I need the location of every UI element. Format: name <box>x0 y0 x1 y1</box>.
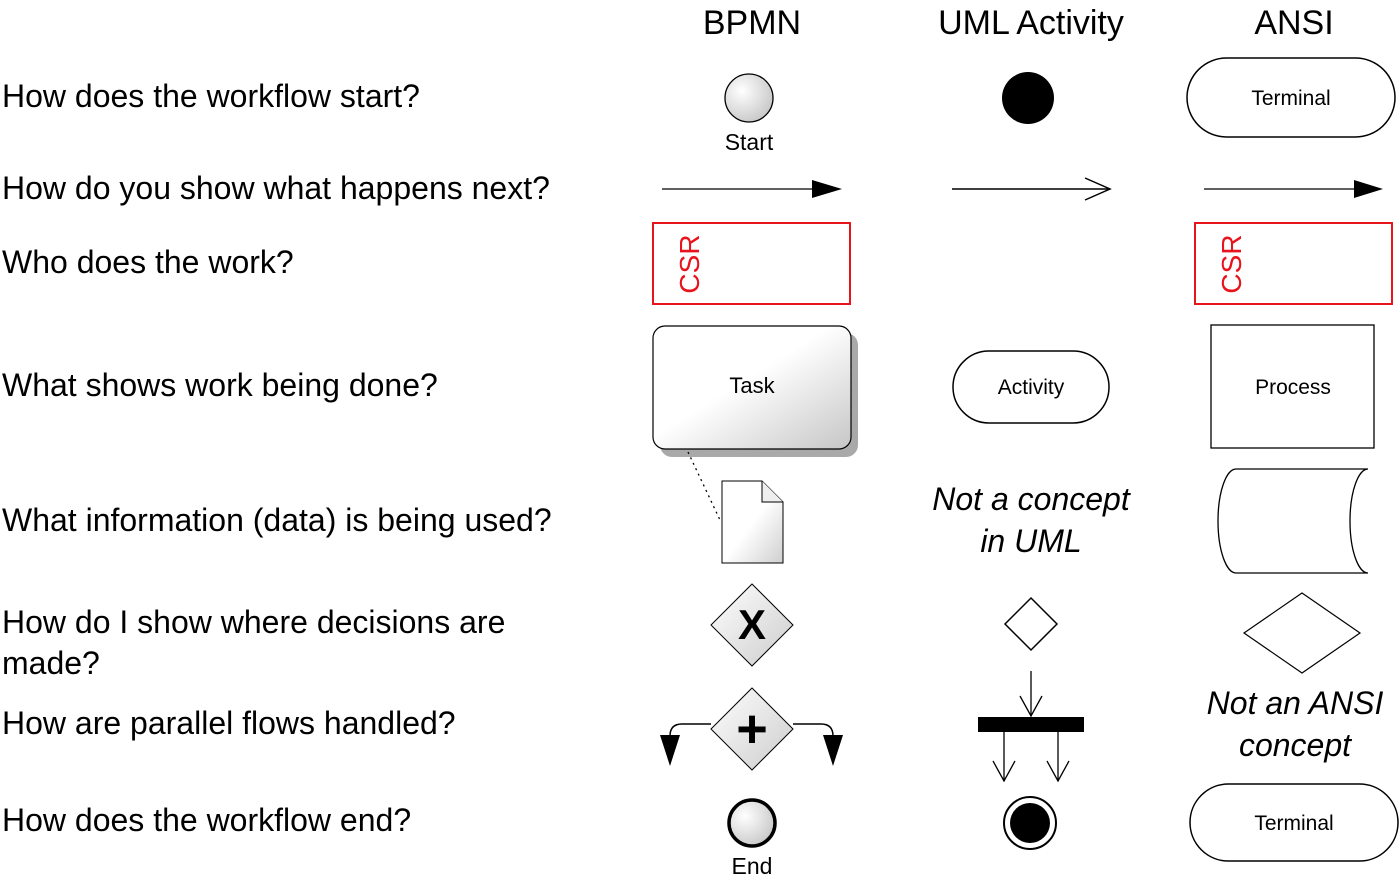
question-start: How does the workflow start? <box>2 78 420 114</box>
uml-activity-label: Activity <box>998 376 1065 399</box>
ansi-process-icon <box>1210 324 1375 449</box>
ansi-stored-data-icon <box>1217 468 1369 574</box>
uml-data-note-line1: Not a concept <box>932 481 1131 517</box>
bpmn-parallel-gateway-mark: + <box>736 699 768 759</box>
bpmn-task-label: Task <box>729 373 775 398</box>
question-work: What shows work being done? <box>2 367 438 403</box>
bpmn-sequence-flow-icon <box>662 180 842 198</box>
uml-initial-node-icon <box>1002 72 1054 124</box>
question-data: What information (data) is being used? <box>2 502 552 538</box>
ansi-terminal-start-icon <box>1186 57 1396 138</box>
bpmn-end-event-icon <box>727 798 777 848</box>
bpmn-end-label: End <box>732 853 773 879</box>
ansi-terminal-end-label: Terminal <box>1254 812 1333 835</box>
bpmn-lane-icon <box>652 222 851 305</box>
uml-decision-node-icon <box>1003 596 1059 652</box>
question-end: How does the workflow end? <box>2 802 412 838</box>
ansi-parallel-note-line1: Not an ANSI <box>1207 685 1384 721</box>
bpmn-data-object-icon <box>721 480 784 564</box>
bpmn-association-line <box>687 451 721 521</box>
uml-control-flow-icon <box>952 177 1112 201</box>
header-bpmn: BPMN <box>702 4 802 42</box>
question-who: Who does the work? <box>2 244 294 280</box>
uml-final-node-icon <box>1003 796 1057 850</box>
uml-fork-node-icon <box>978 671 1084 783</box>
question-parallel: How are parallel flows handled? <box>2 705 456 741</box>
header-ansi: ANSI <box>1254 4 1334 42</box>
bpmn-parallel-flow-paths <box>660 723 843 766</box>
ansi-lane-label: CSR <box>1216 234 1247 293</box>
ansi-parallel-note-line2: concept <box>1239 727 1352 763</box>
ansi-decision-icon <box>1242 592 1362 674</box>
question-decisions: How do I show where decisions are made? <box>2 604 506 681</box>
bpmn-parallel-gateway-icon <box>710 687 794 771</box>
bpmn-start-event-icon <box>724 73 774 123</box>
ansi-flow-line-icon <box>1204 180 1383 198</box>
bpmn-start-label: Start <box>725 129 774 155</box>
question-next: How do you show what happens next? <box>2 170 550 206</box>
ansi-lane-icon <box>1194 222 1393 305</box>
bpmn-exclusive-gateway-mark: X <box>738 601 766 648</box>
uml-activity-icon <box>952 350 1110 424</box>
bpmn-lane-label: CSR <box>674 234 705 293</box>
header-uml-activity: UML Activity <box>938 4 1124 42</box>
ansi-terminal-start-label: Terminal <box>1251 87 1330 110</box>
uml-data-note-line2: in UML <box>980 523 1081 559</box>
ansi-process-label: Process <box>1255 376 1331 399</box>
bpmn-exclusive-gateway-icon <box>710 583 794 667</box>
ansi-terminal-end-icon <box>1189 783 1399 862</box>
bpmn-task-icon <box>652 325 852 450</box>
